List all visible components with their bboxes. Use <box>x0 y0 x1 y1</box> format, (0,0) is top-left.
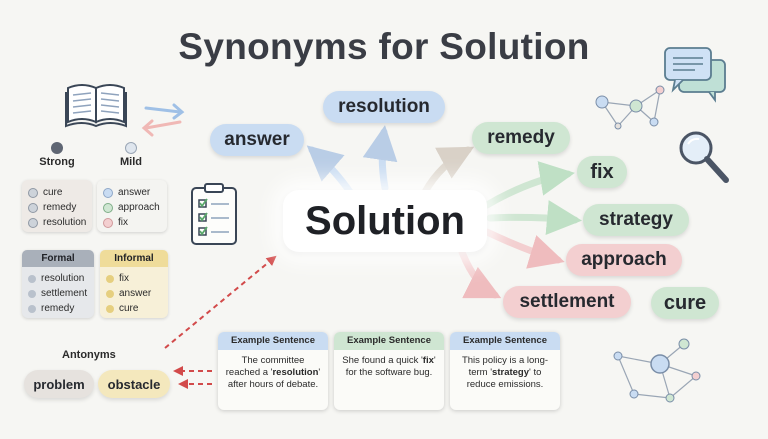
example-sentence: The committee reached a 'resolution' aft… <box>225 355 321 390</box>
synonym-fix: fix <box>577 156 627 188</box>
list-item: fix <box>106 271 162 286</box>
synonym-resolution: resolution <box>323 91 445 123</box>
synonym-remedy: remedy <box>472 122 570 154</box>
arrow-to-fix <box>483 161 575 209</box>
arrow-to-center-from-antonyms <box>164 255 277 349</box>
bullet-icon <box>106 304 114 313</box>
open-book-icon <box>65 84 127 128</box>
clipboard-checklist-icon <box>191 183 237 245</box>
example-sentence: This policy is a long-term 'strategy' to… <box>461 355 549 390</box>
bullet-icon <box>28 304 36 313</box>
formal-list: Formal resolution settlement remedy <box>22 250 94 318</box>
arrow-to-strategy <box>486 200 582 235</box>
bullet-icon <box>103 202 113 213</box>
arrow-to-approach <box>483 228 565 269</box>
antonym-problem: problem <box>24 370 94 398</box>
bullet-icon <box>103 187 113 198</box>
strong-header: Strong <box>24 142 90 168</box>
synonym-settlement: settlement <box>503 286 631 318</box>
example-card-strategy: Example Sentence This policy is a long-t… <box>450 332 560 410</box>
informal-label: Informal <box>100 250 168 267</box>
example-header: Example Sentence <box>218 332 328 350</box>
example-card-fix: Example Sentence She found a quick 'fix'… <box>334 332 444 410</box>
mild-badge-icon <box>125 142 137 154</box>
list-item: fix <box>103 215 161 230</box>
list-item: remedy <box>28 200 86 215</box>
list-item: cure <box>28 185 86 200</box>
strong-list: cure remedy resolution <box>22 180 92 232</box>
formal-label: Formal <box>22 250 94 267</box>
antonym-obstacle: obstacle <box>98 370 170 398</box>
example-header: Example Sentence <box>450 332 560 350</box>
bullet-icon <box>106 274 114 283</box>
list-item: approach <box>103 200 161 215</box>
list-item: cure <box>106 301 162 316</box>
strong-label: Strong <box>39 156 75 168</box>
synonym-cure: cure <box>651 287 719 319</box>
chat-bubbles-icon <box>664 47 726 103</box>
example-header: Example Sentence <box>334 332 444 350</box>
list-item: settlement <box>28 286 88 301</box>
center-word: Solution <box>283 190 487 252</box>
bullet-icon <box>106 289 114 298</box>
bullet-icon <box>28 187 38 198</box>
bullet-icon <box>28 217 38 228</box>
list-item: answer <box>103 185 161 200</box>
mild-list: answer approach fix <box>97 180 167 232</box>
synonym-approach: approach <box>566 244 682 276</box>
arrow-to-resolution <box>362 125 398 192</box>
antonym-arrows <box>164 255 277 389</box>
synonym-answer: answer <box>210 124 304 156</box>
bullet-icon <box>28 289 36 298</box>
example-card-resolution: Example Sentence The committee reached a… <box>218 332 328 410</box>
bullet-icon <box>103 217 113 228</box>
magnifier-icon <box>679 131 729 183</box>
swap-arrows-icon <box>141 103 185 137</box>
list-item: remedy <box>28 301 88 316</box>
strong-badge-icon <box>51 142 63 154</box>
bullet-icon <box>28 274 36 283</box>
example-sentence: She found a quick 'fix' for the software… <box>342 355 436 378</box>
network-graph-icon-bottom <box>613 338 701 403</box>
informal-list: Informal fix answer cure <box>100 250 168 318</box>
list-item: answer <box>106 286 162 301</box>
list-item: resolution <box>28 215 86 230</box>
mild-header: Mild <box>98 142 164 168</box>
bullet-icon <box>28 202 38 213</box>
page-title: Synonyms for Solution <box>178 26 590 67</box>
list-item: resolution <box>28 271 88 286</box>
synonym-strategy: strategy <box>583 204 689 236</box>
arrow-to-settlement <box>458 248 502 299</box>
mild-label: Mild <box>120 156 142 168</box>
network-graph-icon <box>595 85 665 130</box>
synonym-arrows <box>306 125 582 299</box>
arrow-to-remedy <box>421 146 475 196</box>
antonyms-label: Antonyms <box>62 349 116 361</box>
arrow-to-answer <box>306 145 354 196</box>
